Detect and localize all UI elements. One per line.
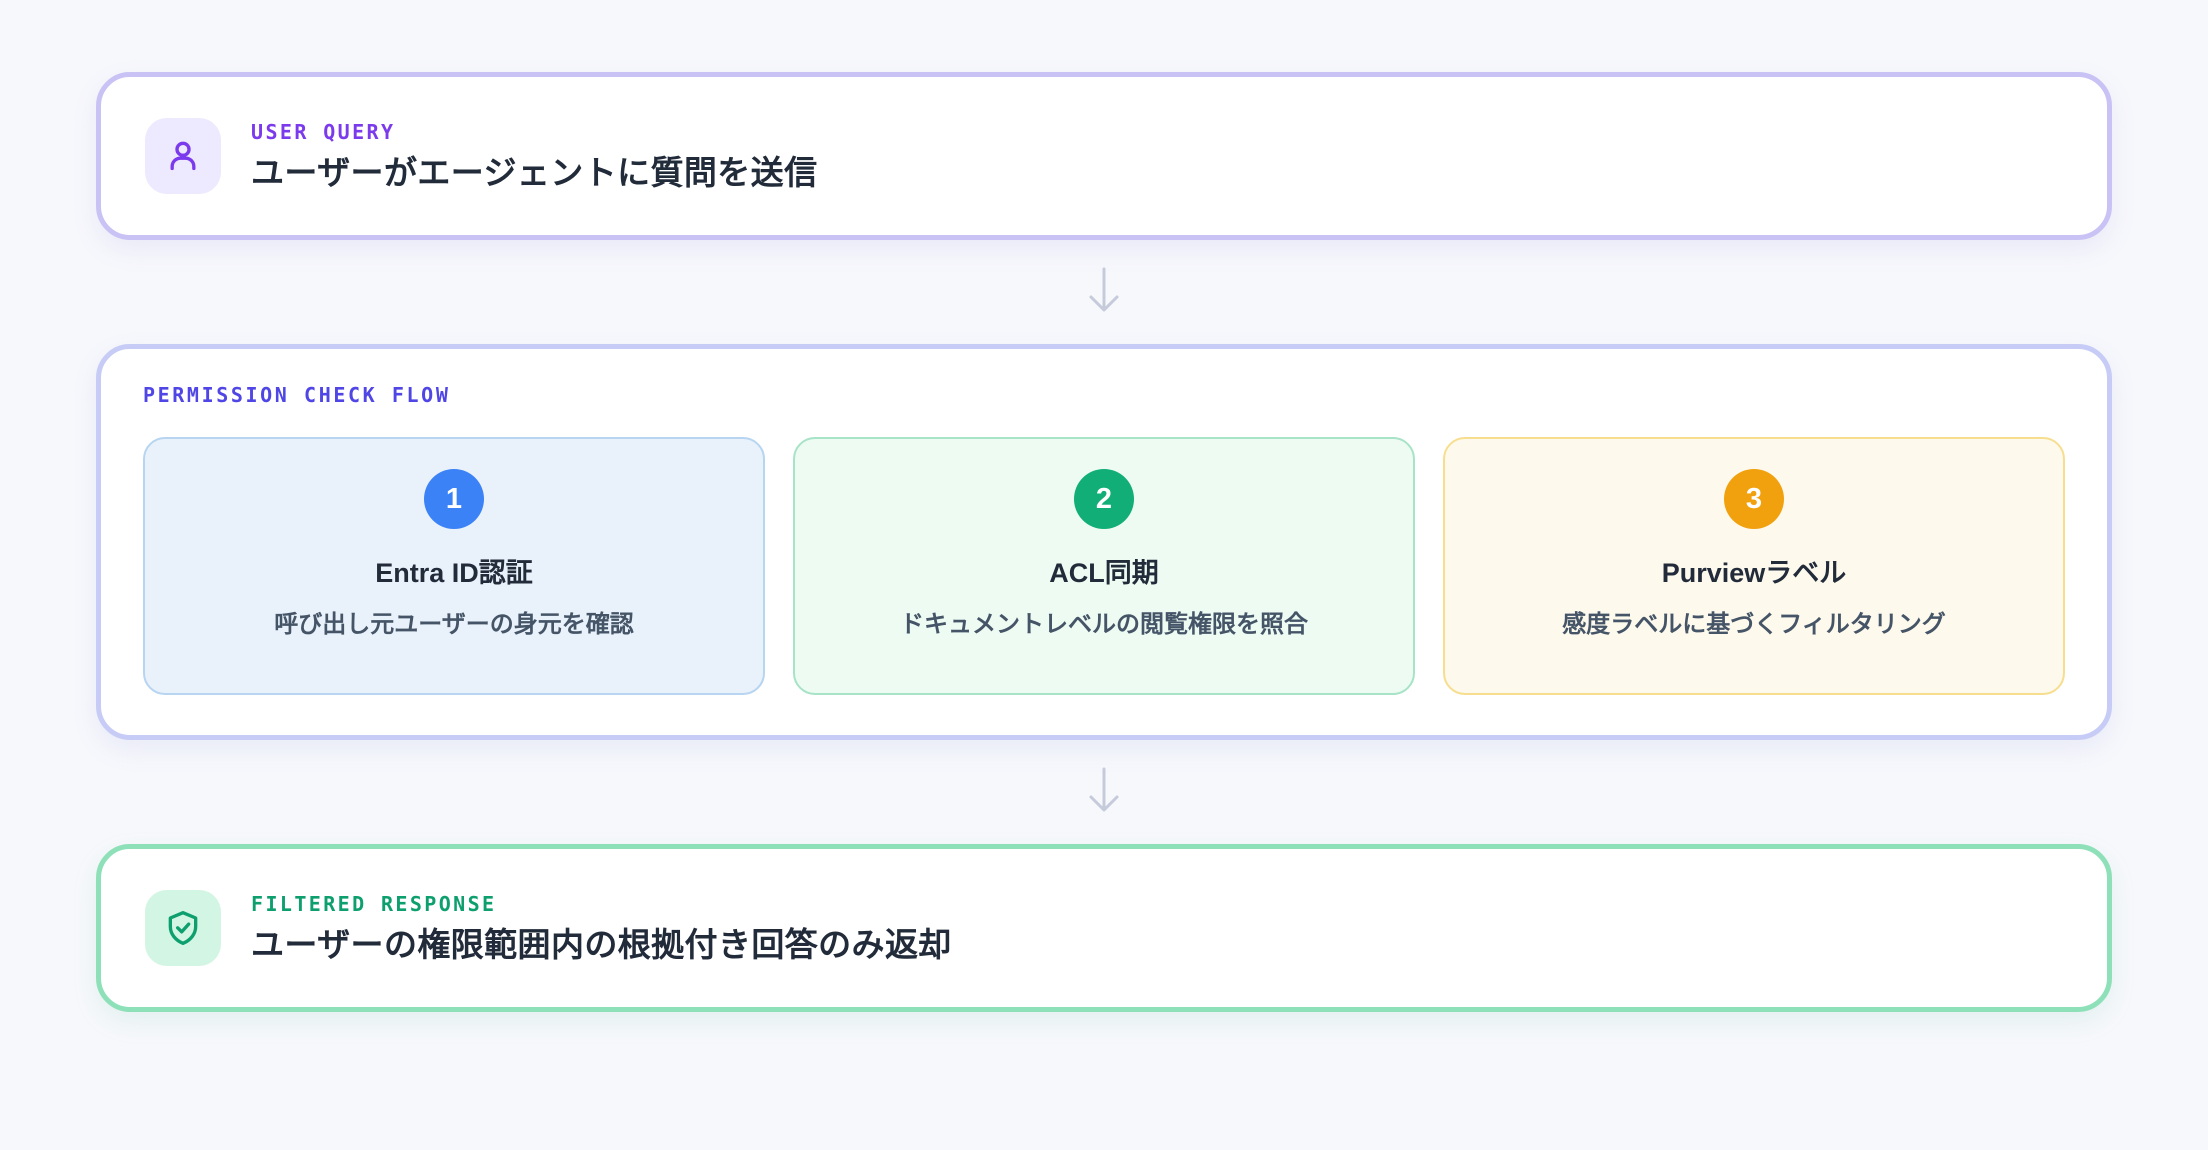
- filtered-response-title: ユーザーの権限範囲内の根拠付き回答のみ返却: [251, 925, 952, 963]
- step-number-badge: 2: [1074, 469, 1134, 529]
- shield-check-icon: [145, 890, 221, 966]
- step-description: 感度ラベルに基づくフィルタリング: [1562, 610, 1946, 638]
- step-title: ACL同期: [1049, 558, 1159, 588]
- step-number-badge: 3: [1724, 469, 1784, 529]
- step-description: ドキュメントレベルの閲覧権限を照合: [900, 610, 1308, 638]
- permission-flow-eyebrow: PERMISSION CHECK FLOW: [143, 383, 451, 407]
- user-query-text: USER QUERY ユーザーがエージェントに質問を送信: [251, 120, 817, 193]
- permission-step-list: 1 Entra ID認証 呼び出し元ユーザーの身元を確認 2 ACL同期 ドキュ…: [143, 437, 2065, 695]
- permission-step-3[interactable]: 3 Purviewラベル 感度ラベルに基づくフィルタリング: [1443, 437, 2065, 695]
- filtered-response-text: FILTERED RESPONSE ユーザーの権限範囲内の根拠付き回答のみ返却: [251, 892, 952, 965]
- step-description: 呼び出し元ユーザーの身元を確認: [274, 610, 634, 638]
- step-number-badge: 1: [424, 469, 484, 529]
- permission-step-2[interactable]: 2 ACL同期 ドキュメントレベルの閲覧権限を照合: [793, 437, 1415, 695]
- connector-top: [96, 240, 2112, 344]
- user-icon: [145, 118, 221, 194]
- step-title: Entra ID認証: [375, 558, 533, 588]
- permission-step-1[interactable]: 1 Entra ID認証 呼び出し元ユーザーの身元を確認: [143, 437, 765, 695]
- filtered-response-eyebrow: FILTERED RESPONSE: [251, 891, 497, 916]
- connector-bottom: [96, 740, 2112, 844]
- arrow-down-icon: [1089, 267, 1119, 312]
- filtered-response-card: FILTERED RESPONSE ユーザーの権限範囲内の根拠付き回答のみ返却: [96, 844, 2112, 1012]
- step-title: Purviewラベル: [1661, 558, 1847, 588]
- user-query-eyebrow: USER QUERY: [251, 119, 396, 144]
- user-query-card: USER QUERY ユーザーがエージェントに質問を送信: [96, 72, 2112, 240]
- arrow-down-icon: [1089, 767, 1119, 812]
- user-query-title: ユーザーがエージェントに質問を送信: [251, 153, 818, 191]
- permission-check-flow-panel: PERMISSION CHECK FLOW 1 Entra ID認証 呼び出し元…: [96, 344, 2112, 740]
